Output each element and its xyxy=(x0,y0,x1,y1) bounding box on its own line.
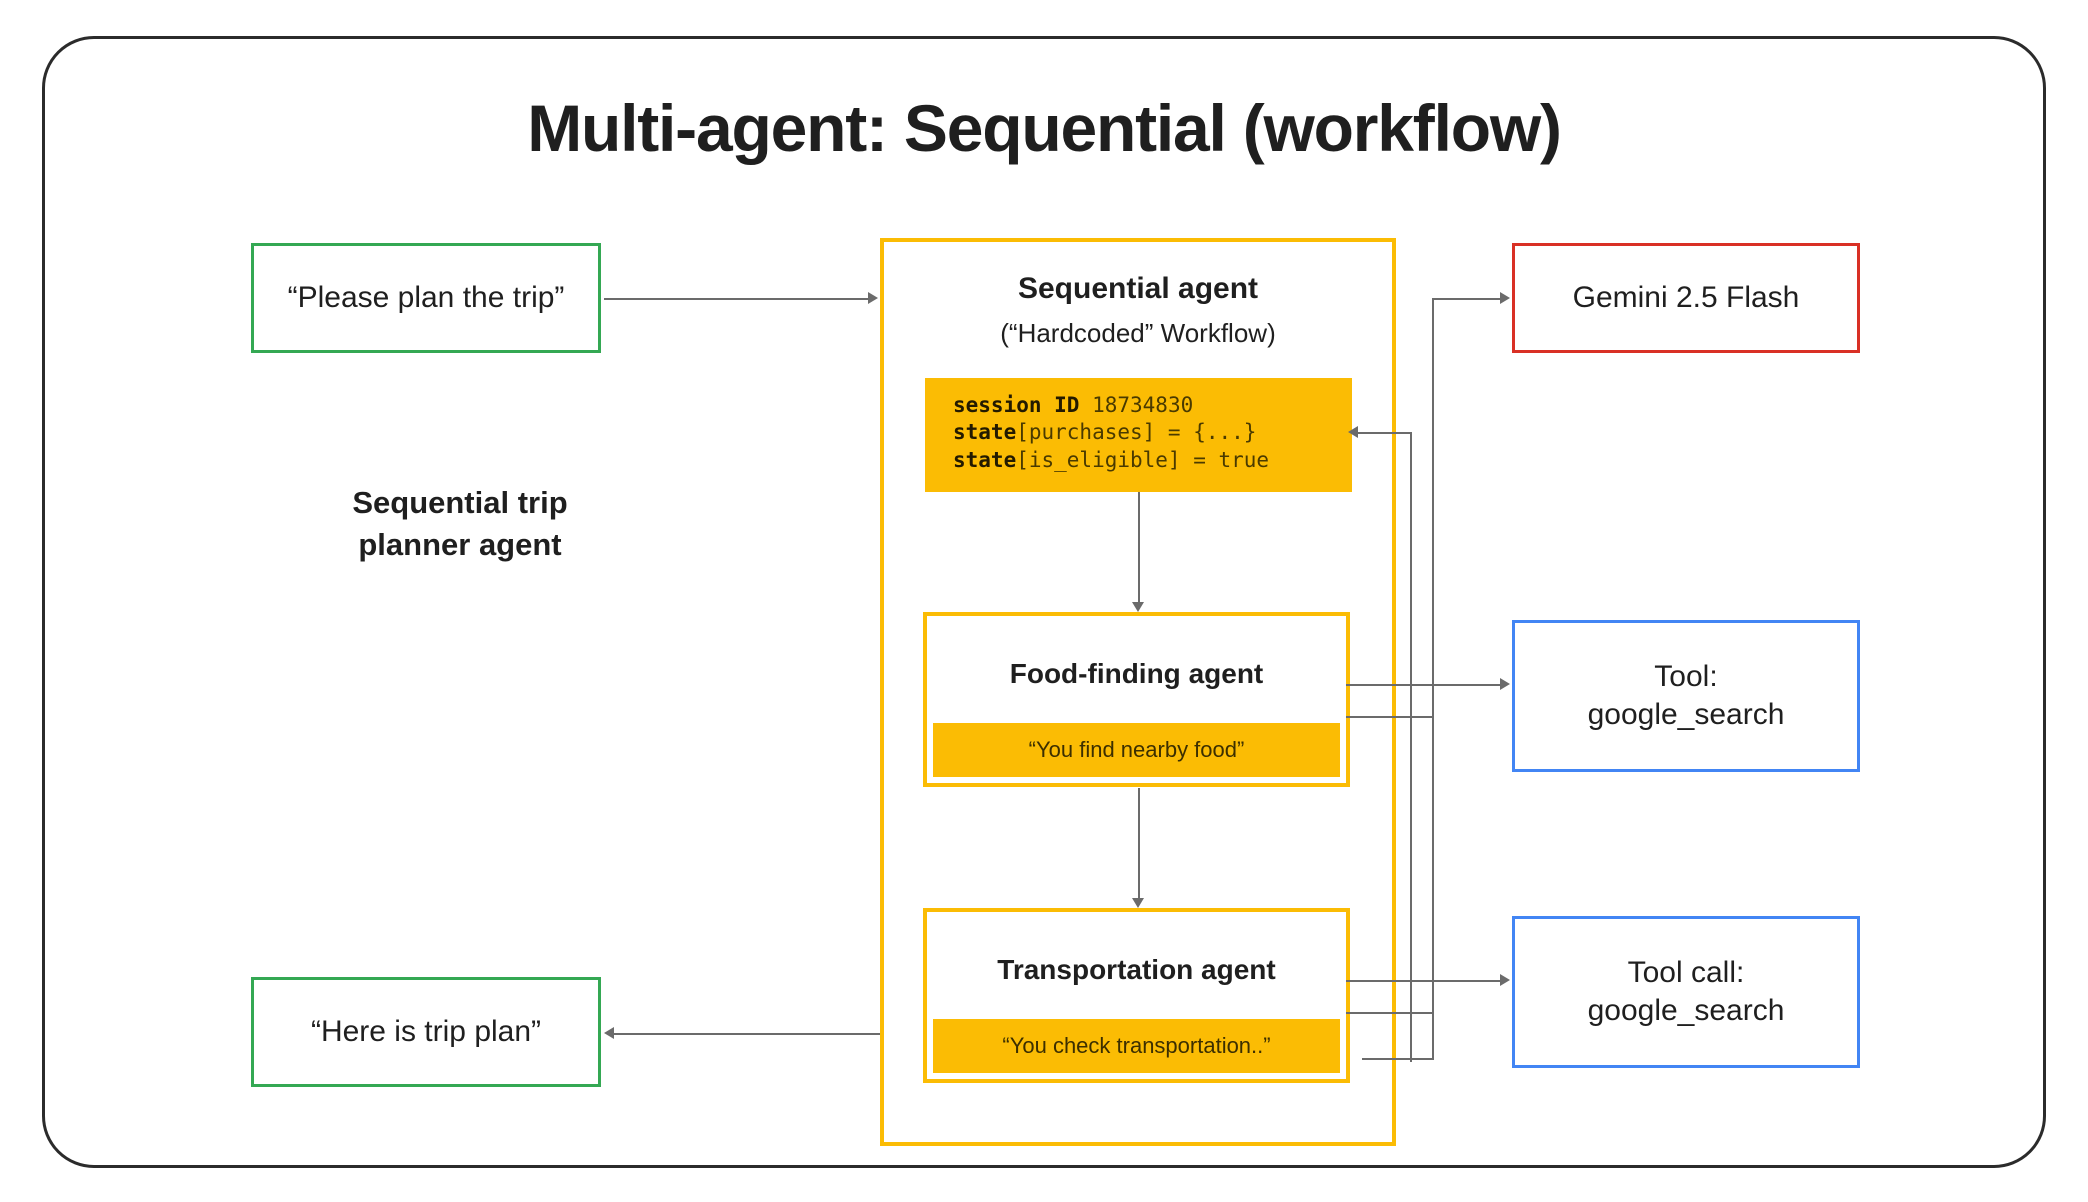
input-message-box[interactable]: “Please plan the trip” xyxy=(251,243,601,353)
food-finding-agent-prompt: “You find nearby food” xyxy=(933,723,1340,777)
gemini-model-label: Gemini 2.5 Flash xyxy=(1572,280,1800,314)
transportation-agent-card[interactable]: Transportation agent “You check transpor… xyxy=(923,908,1350,1083)
session-state-block: session ID 18734830 state[purchases] = {… xyxy=(925,378,1352,492)
session-id-key: session ID xyxy=(953,393,1080,417)
arrow-agent-to-output xyxy=(604,1027,614,1039)
caption-line-1: Sequential trip xyxy=(352,485,568,520)
tool-box-line-1: Tool: xyxy=(1654,659,1718,693)
input-message-text: “Please plan the trip” xyxy=(287,280,565,314)
connector-food-agent-tool-return xyxy=(1346,716,1432,718)
connector-return-to-session xyxy=(1356,432,1412,434)
connector-transportation-agent-tool-return xyxy=(1346,1012,1432,1014)
arrow-session-to-food-agent xyxy=(1132,602,1144,612)
arrow-bus-to-model xyxy=(1500,292,1510,304)
tool-call-box-line-1: Tool call: xyxy=(1627,955,1745,989)
tool-google-search-box[interactable]: Tool: google_search xyxy=(1512,620,1860,772)
food-finding-agent-card[interactable]: Food-finding agent “You find nearby food… xyxy=(923,612,1350,787)
food-finding-agent-title: Food-finding agent xyxy=(1009,658,1264,689)
transportation-agent-prompt: “You check transportation..” xyxy=(933,1019,1340,1073)
state-purchases-value: [purchases] = {...} xyxy=(1016,420,1257,445)
connector-transportation-agent-to-tool xyxy=(1346,980,1504,982)
connector-bus-model-horizontal xyxy=(1432,298,1504,300)
tool-box-line-2: google_search xyxy=(1587,698,1785,731)
connector-bus-model-vertical xyxy=(1432,298,1434,1058)
session-id-value: 18734830 xyxy=(1079,393,1194,417)
arrow-transportation-agent-to-tool xyxy=(1500,974,1510,986)
tool-call-google-search-box[interactable]: Tool call: google_search xyxy=(1512,916,1860,1068)
tool-call-box-line-2: google_search xyxy=(1587,994,1785,1027)
arrow-food-to-transportation-agent xyxy=(1132,898,1144,908)
caption-line-2: planner agent xyxy=(358,526,562,562)
connector-agent-to-output xyxy=(612,1033,880,1035)
sequential-agent-title: Sequential agent xyxy=(1017,272,1259,305)
connector-return-vertical xyxy=(1410,432,1412,1062)
gemini-model-box[interactable]: Gemini 2.5 Flash xyxy=(1512,243,1860,353)
connector-session-to-food-agent xyxy=(1138,492,1140,604)
connector-food-agent-to-tool xyxy=(1346,684,1504,686)
arrow-input-to-agent xyxy=(868,292,878,304)
sequential-trip-planner-caption: Sequential trip planner agent xyxy=(300,482,620,566)
connector-food-to-transportation-agent xyxy=(1138,788,1140,900)
connector-input-to-agent xyxy=(604,298,870,300)
state-eligible-key: state xyxy=(953,447,1017,472)
output-message-box[interactable]: “Here is trip plan” xyxy=(251,977,601,1087)
arrow-return-to-session xyxy=(1348,426,1358,438)
transportation-agent-title: Transportation agent xyxy=(997,954,1276,985)
state-purchases-key: state xyxy=(953,420,1017,445)
arrow-food-agent-to-tool xyxy=(1500,678,1510,690)
output-message-text: “Here is trip plan” xyxy=(310,1014,542,1048)
state-eligible-value: [is_eligible] = true xyxy=(1016,447,1270,472)
connector-model-bus-foot xyxy=(1362,1058,1434,1060)
sequential-agent-subtitle: (“Hardcoded” Workflow) xyxy=(1000,318,1276,348)
page-title: Multi-agent: Sequential (workflow) xyxy=(527,91,1562,165)
